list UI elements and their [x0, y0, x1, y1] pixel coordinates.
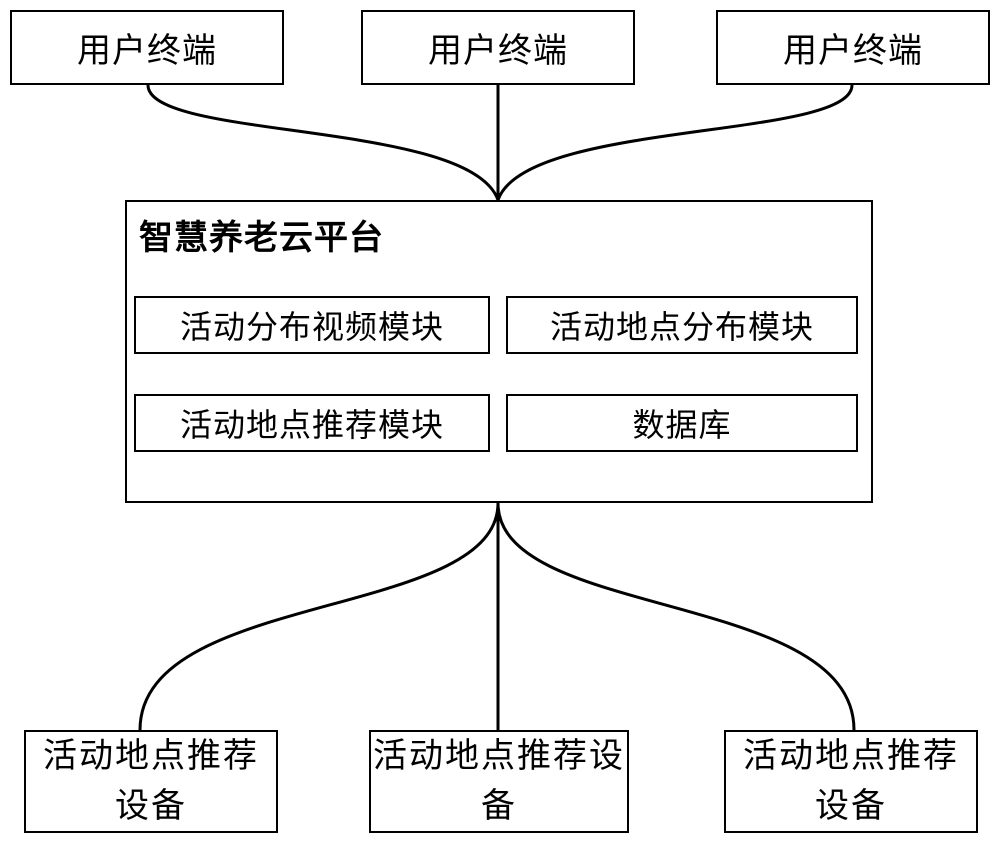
- user-terminal-center: 用户终端: [361, 10, 635, 85]
- module-database: 数据库: [506, 394, 858, 452]
- connector-device-right: [496, 502, 856, 731]
- user-terminal-label: 用户终端: [783, 31, 923, 71]
- user-terminal-label: 用户终端: [77, 31, 217, 71]
- user-terminal-left: 用户终端: [10, 10, 284, 85]
- device-label: 活动地点推荐设备: [373, 736, 625, 826]
- module-label: 活动地点分布模块: [549, 308, 814, 346]
- module-label: 活动地点推荐模块: [179, 406, 444, 444]
- module-activity-location: 活动地点分布模块: [506, 296, 858, 354]
- module-label: 数据库: [632, 406, 732, 444]
- platform-title: 智慧养老云平台: [139, 218, 384, 258]
- connector-terminal-right: [496, 84, 854, 201]
- recommend-device-center: 活动地点推荐设备: [369, 730, 629, 833]
- device-label: 活动地点推荐设备: [43, 736, 259, 826]
- recommend-device-left: 活动地点推荐设备: [24, 730, 278, 833]
- recommend-device-right: 活动地点推荐设备: [724, 730, 978, 833]
- user-terminal-right: 用户终端: [716, 10, 990, 85]
- module-label: 活动分布视频模块: [179, 308, 444, 346]
- connector-terminal-left: [146, 84, 500, 201]
- connector-device-left: [138, 502, 500, 731]
- user-terminal-label: 用户终端: [428, 31, 568, 71]
- module-activity-video: 活动分布视频模块: [134, 296, 490, 354]
- module-location-recommend: 活动地点推荐模块: [134, 394, 490, 452]
- device-label: 活动地点推荐设备: [743, 736, 959, 826]
